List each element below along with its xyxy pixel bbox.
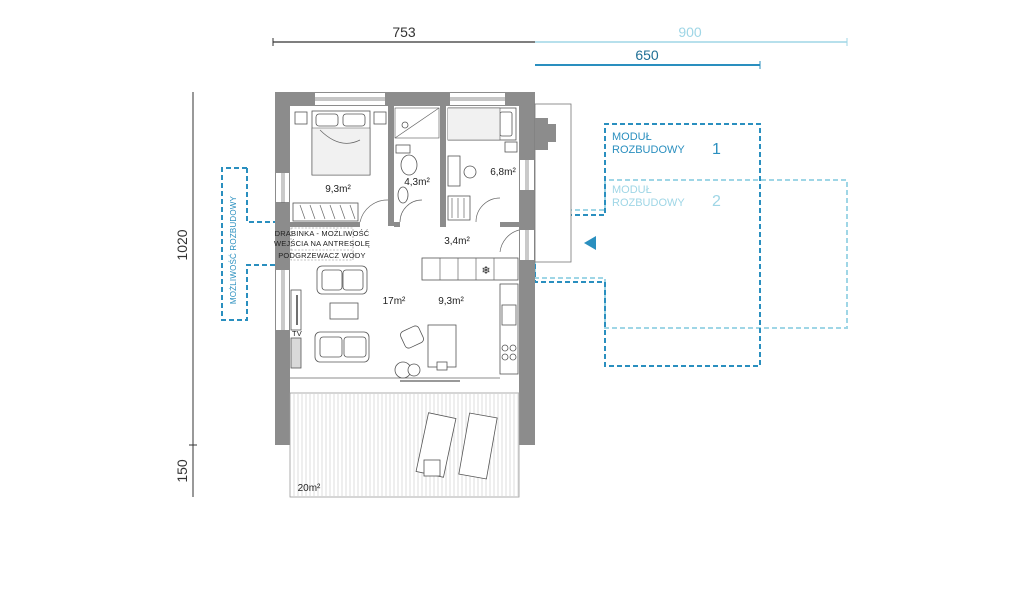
windows bbox=[281, 97, 529, 330]
dimension-left: 1020 150 bbox=[174, 92, 197, 497]
chimney bbox=[534, 103, 572, 263]
terrace-deck bbox=[289, 392, 520, 498]
room-hall-area: 3,4m² bbox=[444, 236, 470, 247]
module-1-line1: MODUŁ bbox=[612, 131, 652, 143]
wardrobe-1 bbox=[292, 202, 359, 222]
room-bathroom-area: 4,3m² bbox=[404, 177, 430, 188]
coffee-table bbox=[329, 302, 359, 320]
dining-chairs bbox=[394, 361, 448, 379]
room-bedroom-2-area: 6,8m² bbox=[490, 167, 516, 178]
entrance-arrow-icon bbox=[584, 236, 596, 250]
module-1-number: 1 bbox=[712, 141, 721, 158]
tv-unit: TV bbox=[290, 289, 302, 369]
single-bed bbox=[447, 107, 518, 153]
side-extension-outline: MOŻLIWOŚĆ ROZBUDOWY bbox=[221, 167, 275, 321]
module-2-number: 2 bbox=[712, 193, 721, 210]
double-bed bbox=[294, 110, 387, 176]
notes-box: DRABINKA - MOŻLIWOŚĆ WEJŚCIA NA ANTRESOL… bbox=[274, 227, 370, 261]
dim-height-terrace: 150 bbox=[174, 459, 190, 483]
kitchen-island: ❄ bbox=[421, 257, 519, 281]
note-water-heater: PODGRZEWACZ WODY bbox=[278, 251, 366, 260]
stove-icon bbox=[501, 344, 509, 352]
entrance-door bbox=[499, 229, 520, 253]
dim-width-extended: 900 bbox=[678, 24, 702, 40]
note-ladder-line2: WEJŚCIA NA ANTRESOLĘ bbox=[274, 239, 370, 248]
armchair bbox=[400, 325, 424, 349]
room-bedroom-1-area: 9,3m² bbox=[325, 184, 351, 195]
module-2-outline bbox=[534, 179, 848, 329]
sofa-bottom bbox=[314, 331, 370, 363]
module-2-line2: ROZBUDOWY bbox=[612, 197, 685, 209]
room-living-area: 17m² bbox=[383, 296, 406, 307]
toilet-icon bbox=[400, 154, 418, 176]
sofa-top bbox=[316, 265, 368, 295]
sunbed-2 bbox=[458, 412, 498, 480]
dim-height-main: 1020 bbox=[174, 229, 190, 260]
note-ladder-line1: DRABINKA - MOŻLIWOŚĆ bbox=[275, 229, 370, 238]
terrace-door bbox=[290, 377, 500, 382]
sink-icon bbox=[397, 186, 409, 204]
snowflake-icon: ❄ bbox=[481, 265, 490, 277]
walls bbox=[275, 92, 535, 445]
module-2-line1: MODUŁ bbox=[612, 184, 652, 196]
bathroom-fixtures bbox=[394, 107, 440, 223]
module-1-outline bbox=[534, 123, 761, 367]
kitchen-counter bbox=[499, 283, 519, 375]
module-2-label: MODUŁ ROZBUDOWY 2 bbox=[612, 184, 721, 210]
dining-table bbox=[427, 324, 457, 368]
room-terrace-area: 20m² bbox=[298, 483, 321, 494]
module-1-label: MODUŁ ROZBUDOWY 1 bbox=[612, 131, 721, 158]
room-kitchen-area: 9,3m² bbox=[438, 296, 464, 307]
sunbed-1 bbox=[415, 412, 457, 478]
dim-width-main: 753 bbox=[392, 24, 416, 40]
door-bedroom-1 bbox=[359, 199, 389, 223]
tv-label: TV bbox=[292, 329, 302, 338]
side-extension-label: MOŻLIWOŚĆ ROZBUDOWY bbox=[229, 195, 238, 304]
dim-width-module: 650 bbox=[635, 47, 659, 63]
dimension-top: 753 900 650 bbox=[272, 24, 848, 69]
module-1-line2: ROZBUDOWY bbox=[612, 144, 685, 156]
desk bbox=[447, 155, 501, 223]
